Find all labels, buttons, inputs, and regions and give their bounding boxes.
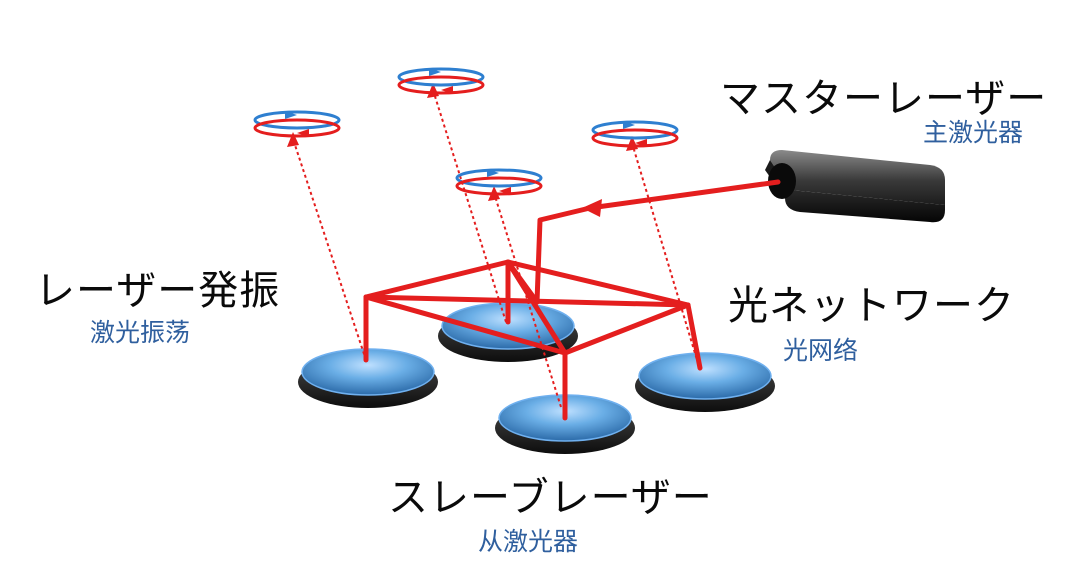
- master-laser-label-zh: 主激光器: [923, 118, 1024, 147]
- polarization-ring-icon: [455, 168, 543, 196]
- optical-network: [363, 179, 781, 421]
- polarization-ring-icon: [397, 67, 485, 95]
- slave-laser-pad-bottom: [495, 394, 635, 454]
- slave-laser-label: スレーブレーザー: [388, 475, 713, 521]
- master-laser-device: [765, 150, 945, 223]
- slave-laser-pad-right: [635, 352, 775, 412]
- master-beam-arrowhead: [582, 199, 602, 217]
- master-laser-label: マスターレーザー: [720, 76, 1048, 122]
- slave-laser-label-zh: 从激光器: [478, 527, 579, 556]
- optical-network-label: 光ネットワーク: [728, 283, 1015, 329]
- emission-beams: [292, 89, 701, 408]
- polarization-ring-icon: [253, 110, 341, 138]
- laser-oscillation-label-zh: 激光振荡: [90, 318, 191, 347]
- laser-oscillation-label: レーザー発振: [35, 268, 281, 314]
- optical-network-label-zh: 光网络: [783, 336, 859, 365]
- slave-laser-pad-left: [298, 348, 438, 408]
- polarization-ring-icon: [591, 120, 679, 148]
